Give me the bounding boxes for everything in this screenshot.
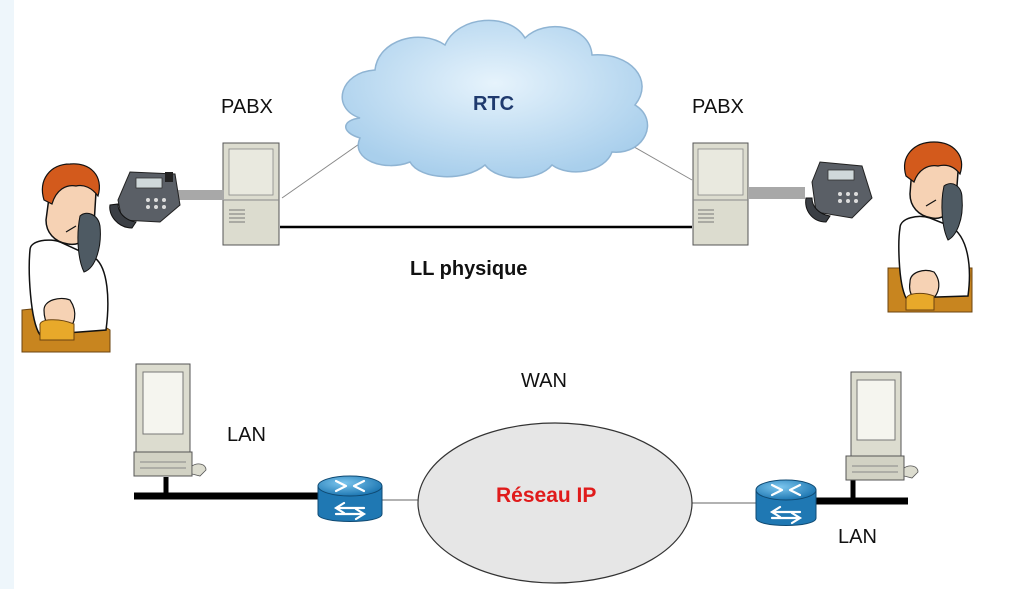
computer-right-icon <box>845 371 919 481</box>
right-phone-connector <box>749 187 805 199</box>
rtc-cloud-icon <box>341 19 649 179</box>
computer-left-icon <box>133 363 207 477</box>
rtc-label: RTC <box>473 93 515 115</box>
reseau-ip-label: Réseau IP <box>496 484 597 507</box>
pabx-right-label: PABX <box>692 96 744 118</box>
desk-phone-right-icon <box>805 161 873 223</box>
desk-phone-left-icon <box>109 171 181 229</box>
reseau-ip-ellipse <box>417 422 693 584</box>
router-right-icon <box>755 479 817 526</box>
person-on-phone-left-icon <box>21 163 111 353</box>
left-phone-connector <box>178 190 224 200</box>
pabx-right-server-icon <box>692 142 749 246</box>
pabx-left-to-rtc-line <box>281 134 373 199</box>
router-left-icon <box>317 475 383 522</box>
wan-label: WAN <box>521 370 567 392</box>
lan-right-label: LAN <box>838 526 877 548</box>
pabx-left-label: PABX <box>221 96 273 118</box>
pabx-left-server-icon <box>222 142 280 246</box>
lan-left-label: LAN <box>227 424 266 446</box>
person-on-phone-right-icon <box>887 141 973 313</box>
ll-physique-label: LL physique <box>410 258 528 280</box>
